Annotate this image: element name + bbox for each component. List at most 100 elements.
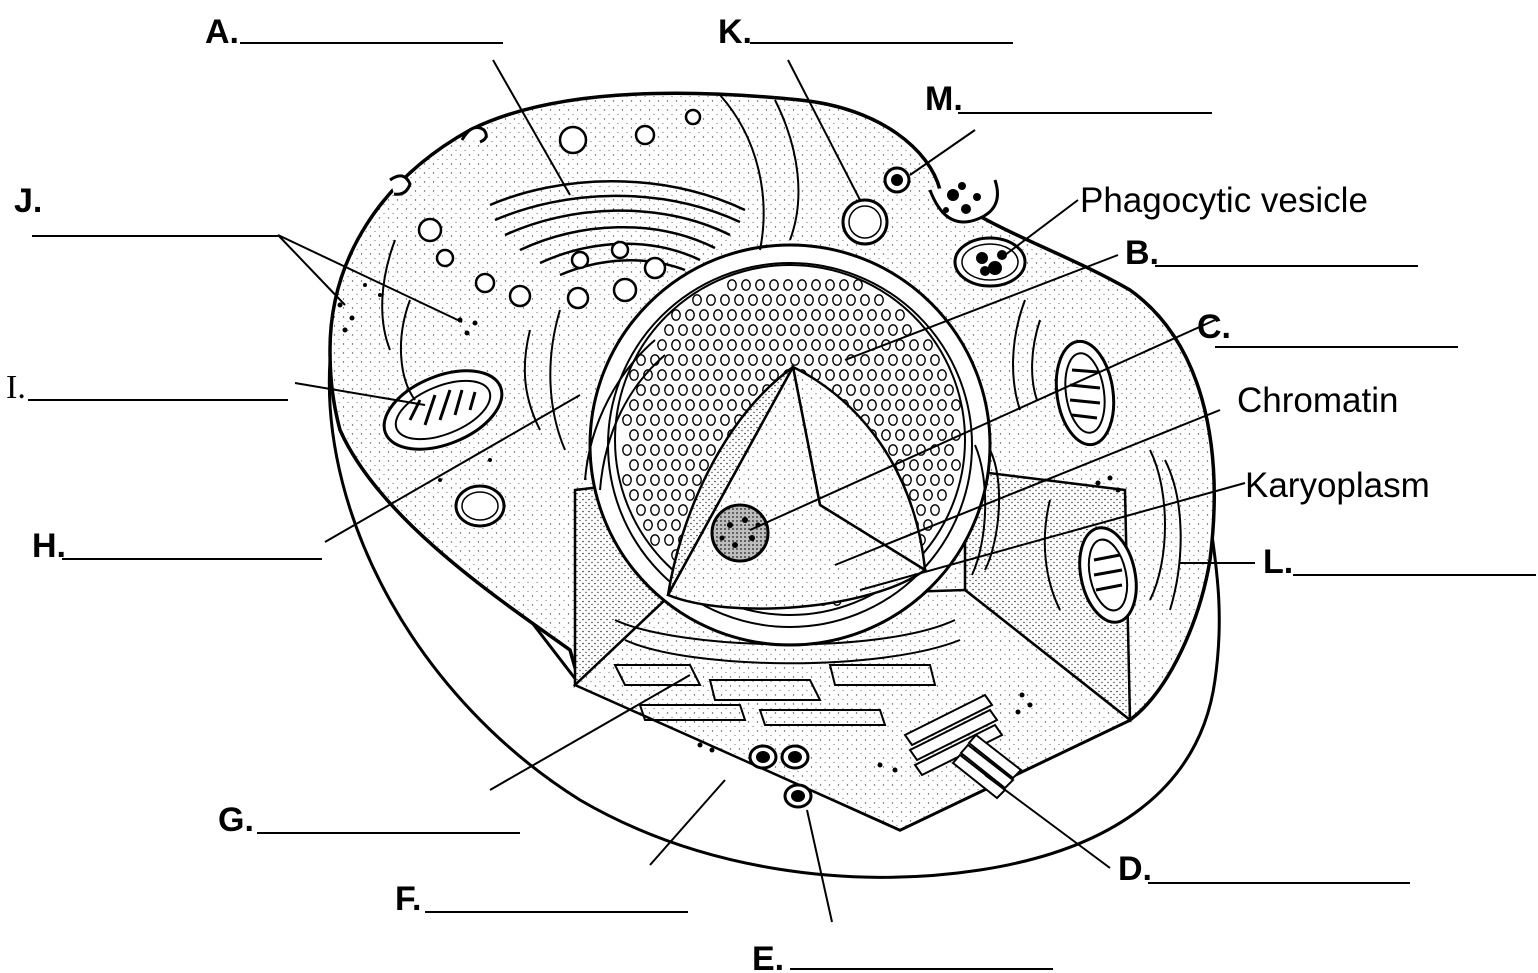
nuclear-pore [672, 370, 680, 380]
nuclear-pore [672, 490, 680, 500]
nuclear-pore [700, 310, 708, 320]
label-A: A. [205, 13, 239, 51]
nuclear-pore [763, 325, 771, 335]
nuclear-pore [714, 430, 722, 440]
nuclear-pore [917, 385, 925, 395]
nuclear-pore [917, 355, 925, 365]
nuclear-pore [630, 430, 638, 440]
nuclear-pore [672, 340, 680, 350]
nucleolus [712, 505, 768, 561]
nuclear-pore [784, 280, 792, 290]
nuclear-pore [917, 475, 925, 485]
nuclear-pore [882, 370, 890, 380]
nuclear-pore [651, 475, 659, 485]
membrane-pit [462, 128, 486, 142]
label-C: C. [1197, 308, 1231, 346]
nuclear-pore [721, 355, 729, 365]
nuclear-pore [630, 490, 638, 500]
nuclear-pore [896, 310, 904, 320]
nuclear-pore [847, 325, 855, 335]
nuclear-pore [917, 505, 925, 515]
nuclear-pore [686, 370, 694, 380]
label-chromatin: Chromatin [1237, 381, 1398, 420]
nuclear-pore [777, 295, 785, 305]
nuclear-pore [637, 415, 645, 425]
nuclear-pore [903, 355, 911, 365]
nuclear-pore [938, 370, 946, 380]
nuclear-pore [693, 385, 701, 395]
label-D: D. [1118, 850, 1152, 888]
nuclear-pore [637, 505, 645, 515]
nuclear-pore [882, 400, 890, 410]
nuclear-pore [658, 520, 666, 530]
nuclear-pore [707, 415, 715, 425]
nuclear-pore [847, 385, 855, 395]
nuclear-pore [672, 430, 680, 440]
nuclear-pore [889, 445, 897, 455]
nuclear-pore [903, 385, 911, 395]
nuclear-pore [693, 415, 701, 425]
nuclear-pore [749, 325, 757, 335]
nuclear-pore [896, 340, 904, 350]
nuclear-pore [770, 310, 778, 320]
nuclear-pore [686, 310, 694, 320]
nuclear-pore [651, 505, 659, 515]
nuclear-pore [742, 370, 750, 380]
label-K: K. [718, 13, 752, 51]
nuclear-pore [763, 355, 771, 365]
label-H: H. [32, 527, 66, 565]
nuclear-pore [714, 310, 722, 320]
nuclear-pore [644, 430, 652, 440]
nuclear-pore [665, 475, 673, 485]
nuclear-pore [896, 370, 904, 380]
nuclear-pore [693, 295, 701, 305]
nuclear-pore [805, 325, 813, 335]
nuclear-pore [658, 430, 666, 440]
nuclear-pore [763, 295, 771, 305]
nuclear-pore [644, 520, 652, 530]
nuclear-pore [700, 340, 708, 350]
nuclear-pore [679, 505, 687, 515]
nuclear-pore [714, 370, 722, 380]
nuclear-pore [791, 325, 799, 335]
nuclear-pore [651, 415, 659, 425]
nuclear-pore [658, 400, 666, 410]
nuclear-pore [679, 415, 687, 425]
nuclear-pore [882, 310, 890, 320]
nuclear-pore [658, 370, 666, 380]
nuclear-pore [910, 430, 918, 440]
nuclear-pore [910, 490, 918, 500]
nuclear-pore [749, 355, 757, 365]
nuclear-pore [665, 325, 673, 335]
nuclear-pore [938, 400, 946, 410]
secretory-vesicle-M [885, 168, 909, 192]
nuclear-pore [749, 385, 757, 395]
nuclear-pore [658, 490, 666, 500]
nuclear-pore [903, 325, 911, 335]
nuclear-pore [791, 295, 799, 305]
nuclear-pore [672, 520, 680, 530]
nuclear-pore [952, 460, 960, 470]
nuclear-pore [938, 490, 946, 500]
nuclear-pore [693, 355, 701, 365]
nuclear-pore [924, 460, 932, 470]
nuclear-pore [868, 400, 876, 410]
nuclear-pore [693, 475, 701, 485]
nuclear-pore [931, 385, 939, 395]
nuclear-pore [896, 430, 904, 440]
nuclear-pore [679, 385, 687, 395]
nuclear-pore [819, 325, 827, 335]
nuclear-pore [693, 325, 701, 335]
nuclear-pore [756, 370, 764, 380]
label-J: J. [14, 182, 42, 220]
nuclear-pore [931, 415, 939, 425]
nuclear-pore [889, 415, 897, 425]
nuclear-pore [945, 385, 953, 395]
nuclear-pore [679, 325, 687, 335]
nuclear-pore [672, 400, 680, 410]
nuclear-pore [665, 415, 673, 425]
nuclear-pore [721, 415, 729, 425]
nuclear-pore [847, 295, 855, 305]
nuclear-pore [756, 340, 764, 350]
nuclear-pore [623, 445, 631, 455]
